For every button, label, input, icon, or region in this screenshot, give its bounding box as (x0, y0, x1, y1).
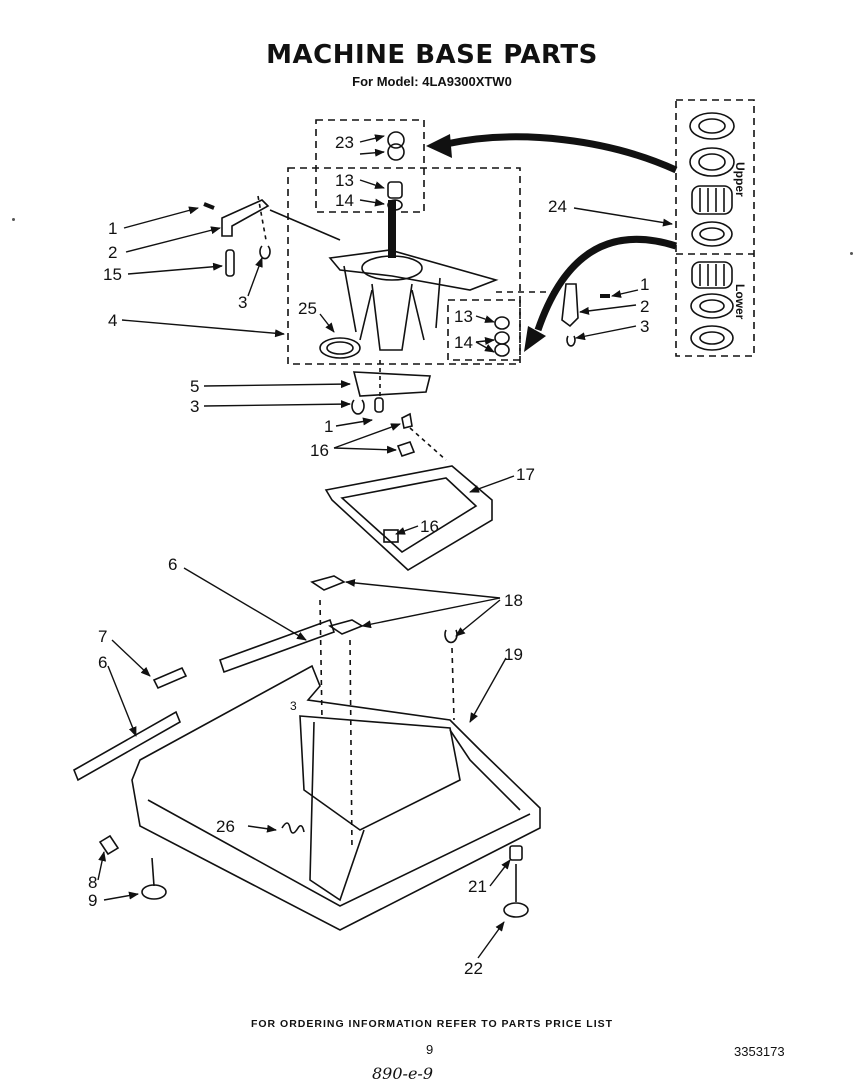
callout-3-mid: 3 (190, 397, 199, 416)
lower-bearing-label: Lower (733, 284, 747, 320)
upper-bearing-label: Upper (733, 162, 747, 197)
callout-7: 7 (98, 627, 107, 646)
transmission-dashed-box (287, 167, 521, 365)
callout-22: 22 (464, 959, 483, 978)
upper-kit-arrow (445, 133, 678, 174)
document-number: 3353173 (734, 1044, 785, 1059)
callout-2: 2 (108, 243, 117, 262)
callout-15: 15 (103, 265, 122, 284)
part-7-button (152, 666, 188, 690)
callout-4: 4 (108, 311, 117, 330)
page-title: MACHINE BASE PARTS (266, 40, 598, 70)
part-6-rail-lower (72, 710, 182, 782)
part-8-plug (98, 834, 120, 856)
callout-13-lower: 13 (454, 307, 473, 326)
part-18-pad-c (444, 629, 458, 644)
callout-17: 17 (516, 465, 535, 484)
part-5-brace (352, 371, 432, 397)
callout-5: 5 (190, 377, 199, 396)
callout-16-frame: 16 (420, 517, 439, 536)
page-number: 9 (426, 1042, 434, 1057)
left-mounting-bracket (221, 199, 270, 237)
upper-bearing-set (689, 112, 735, 247)
part-19-base-frame (131, 664, 541, 931)
callout-23: 23 (335, 133, 354, 152)
callout-21: 21 (468, 877, 487, 896)
callout-26: 26 (216, 817, 235, 836)
callout-3-frame: 3 (290, 699, 297, 713)
callout-6: 6 (168, 555, 177, 574)
callout-6-lower: 6 (98, 653, 107, 672)
callout-25: 25 (298, 299, 317, 318)
callout-14-lower: 14 (454, 333, 473, 352)
callout-24: 24 (548, 197, 567, 216)
callout-1-mid: 1 (324, 417, 333, 436)
scan-speck (850, 252, 853, 255)
bearing-kit-dashed-box (675, 99, 755, 357)
right-mounting-bracket (561, 283, 579, 328)
callout-1-right: 1 (640, 275, 649, 294)
callout-1: 1 (108, 219, 117, 238)
scan-speck (12, 218, 15, 221)
part-25-ring (319, 337, 361, 359)
part-9-foot (141, 884, 167, 900)
callout-16: 16 (310, 441, 329, 460)
part-6-rail-upper (218, 618, 336, 674)
transmission-assembly (269, 200, 499, 351)
callout-9: 9 (88, 891, 97, 910)
part-21-nut (509, 845, 523, 861)
part-18-pad-a (310, 575, 346, 591)
callout-3-right: 3 (640, 317, 649, 336)
part-17-support-frame (324, 465, 493, 571)
lower-bearing-set (690, 261, 734, 351)
lower-kit-arrow (534, 235, 678, 332)
ordering-info: FOR ORDERING INFORMATION REFER TO PARTS … (250, 1018, 614, 1030)
lower-bearing-dashed-box (447, 299, 521, 361)
bearing-group-dashed-box (315, 119, 425, 213)
part-13-bearing (387, 181, 403, 199)
callout-8: 8 (88, 873, 97, 892)
callout-3: 3 (238, 293, 247, 312)
handwritten-note: 890-e-9 (372, 1064, 433, 1083)
callout-13: 13 (335, 171, 354, 190)
callout-19: 19 (504, 645, 523, 664)
callout-2-right: 2 (640, 297, 649, 316)
callout-18: 18 (504, 591, 523, 610)
part-26-spring (281, 822, 305, 834)
part-23-seal-lower (387, 143, 405, 161)
callout-14: 14 (335, 191, 354, 210)
model-subtitle: For Model: 4LA9300XTW0 (352, 74, 512, 89)
part-22-foot (503, 902, 529, 918)
part-14-washer (387, 199, 403, 211)
